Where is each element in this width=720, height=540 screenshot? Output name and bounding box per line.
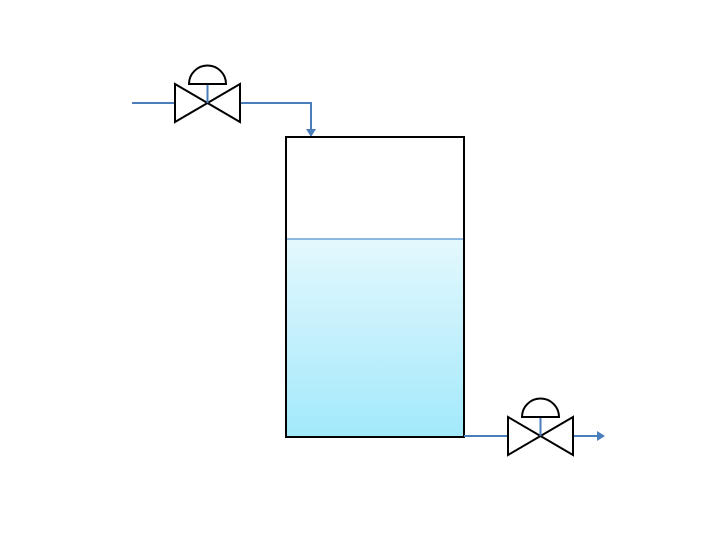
inlet-valve-actuator-icon [187, 64, 228, 85]
outlet-arrow-icon [597, 431, 605, 441]
outlet-pipe [464, 431, 605, 441]
inlet-control-valve[interactable] [174, 64, 241, 124]
outlet-valve-actuator-icon [520, 397, 561, 418]
inlet-arrow-icon [306, 129, 316, 137]
outlet-control-valve[interactable] [507, 397, 574, 457]
tank-outline [285, 136, 465, 438]
inlet-pipe [132, 102, 316, 137]
tank-liquid [286, 239, 464, 437]
tank [285, 136, 465, 438]
